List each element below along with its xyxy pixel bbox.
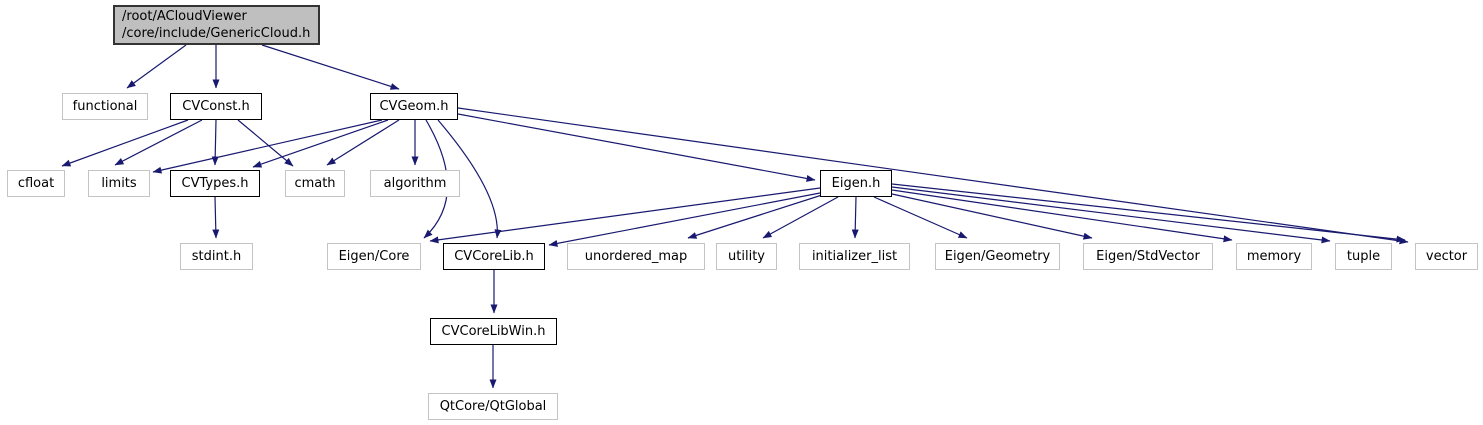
edge-eigenh-memory [891,189,1233,243]
node-cmath: cmath [285,170,345,197]
edge-root-functional [126,44,187,89]
node-algorithm: algorithm [370,170,460,197]
edge-eigenh-utility [762,196,839,239]
edge-cvgeom-eigenh [457,113,816,182]
node-functional: functional [62,93,148,120]
edge-eigenh-eigencore [429,187,821,244]
edge-cvconst-limits [114,119,203,166]
edge-eigenh-cvcorelib [548,192,821,247]
edge-eigenh-eigengeometry [873,196,968,239]
node-cfloat: cfloat [7,170,65,197]
edge-eigenh-eigenstdvector [891,193,1093,240]
edge-cvgeom-cvtypes [252,119,389,168]
node-eigenstdvector: Eigen/StdVector [1083,243,1213,270]
node-eigencore: Eigen/Core [327,243,421,270]
edge-cvconst-cfloat [61,119,189,167]
edge-eigenh-unorderedmap [687,194,823,239]
node-eigengeometry: Eigen/Geometry [935,243,1060,270]
edge-cvgeom-limits [152,119,383,174]
node-unorderedmap: unordered_map [567,243,705,270]
node-limits: limits [88,170,150,197]
edge-cvgeom-cvcorelib [437,119,502,239]
node-cvgeom[interactable]: CVGeom.h [370,93,458,120]
node-utility: utility [716,243,777,270]
node-cvcorelibwin[interactable]: CVCoreLibWin.h [430,318,557,345]
edge-eigenh-tuple [891,186,1331,244]
node-vector: vector [1415,243,1478,270]
edge-eigenh-initializerlist [851,196,859,239]
edge-cvgeom-vector [457,107,1409,245]
edge-cvtypes-stdinth [212,196,220,239]
node-stdinth: stdint.h [180,243,253,270]
node-tuple: tuple [1335,243,1392,270]
node-qtglobal: QtCore/QtGlobal [428,393,558,420]
edge-cvgeom-cmath [326,119,400,166]
edge-cvconst-cmath [237,119,294,167]
node-cvcorelib[interactable]: CVCoreLib.h [443,243,545,270]
node-root: /root/ACloudViewer /core/include/Generic… [113,5,320,45]
edge-eigenh-vector [891,183,1406,243]
node-memory: memory [1236,243,1312,270]
node-cvtypes[interactable]: CVTypes.h [170,170,260,197]
node-initializerlist: initializer_list [799,243,910,270]
edge-root-cvgeom [261,44,400,90]
node-eigenh[interactable]: Eigen.h [820,170,892,197]
node-cvconst[interactable]: CVConst.h [170,93,262,120]
